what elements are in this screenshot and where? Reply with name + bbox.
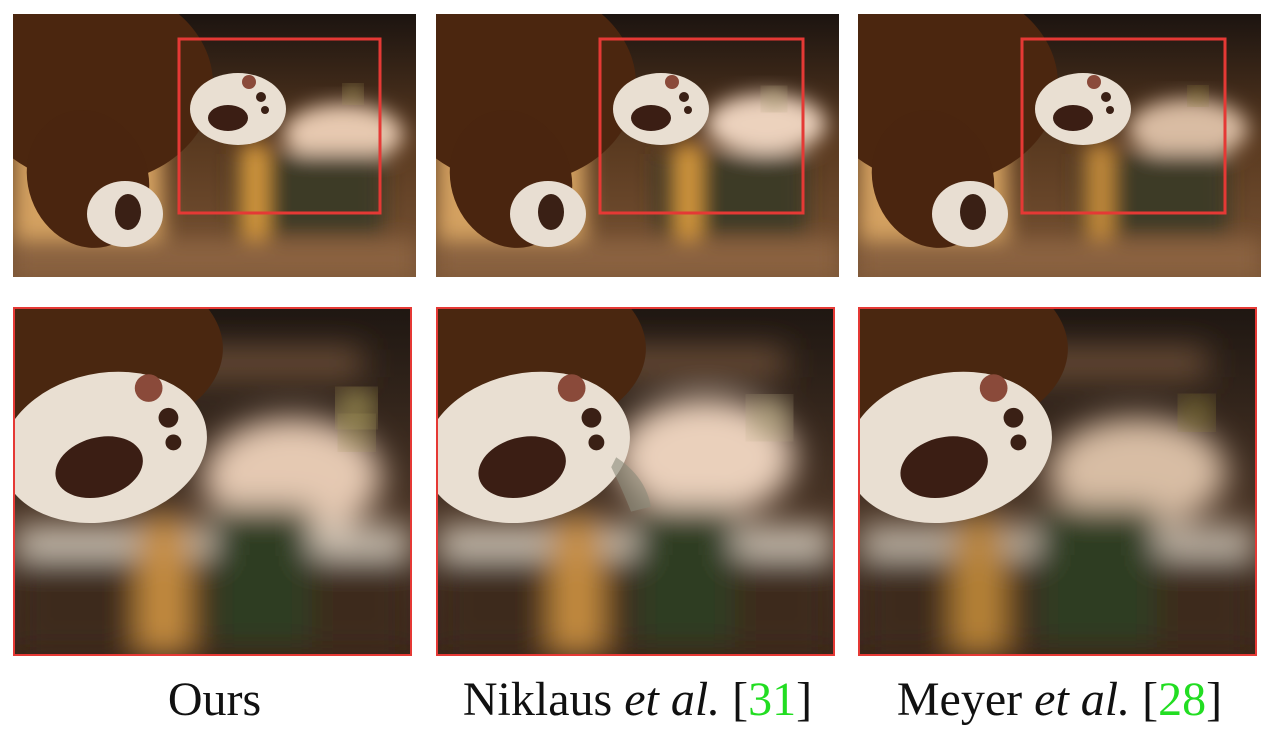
citation-link[interactable]: 28 xyxy=(1158,673,1207,726)
caption-meyer: Meyer et al. [28] xyxy=(858,670,1261,730)
caption-ours: Ours xyxy=(13,670,416,730)
zoom-inset-niklaus xyxy=(436,307,835,656)
caption-method: Niklaus xyxy=(462,673,625,726)
caption-method: Meyer xyxy=(896,673,1035,726)
caption-bracket-close: ] xyxy=(1206,673,1223,726)
overview-image-niklaus xyxy=(436,14,839,277)
caption-bracket-open: [ xyxy=(720,673,749,726)
citation-link[interactable]: 31 xyxy=(748,673,797,726)
zoom-inset-meyer xyxy=(858,307,1257,656)
caption-bracket-open: [ xyxy=(1130,673,1159,726)
caption-etal: et al. xyxy=(1034,673,1131,726)
caption-bracket-close: ] xyxy=(796,673,813,726)
zoom-inset-ours xyxy=(13,307,412,656)
caption-niklaus: Niklaus et al. [31] xyxy=(425,670,850,730)
caption-method: Ours xyxy=(167,673,262,726)
overview-image-ours xyxy=(13,14,416,277)
overview-image-meyer xyxy=(858,14,1261,277)
caption-etal: et al. xyxy=(624,673,721,726)
